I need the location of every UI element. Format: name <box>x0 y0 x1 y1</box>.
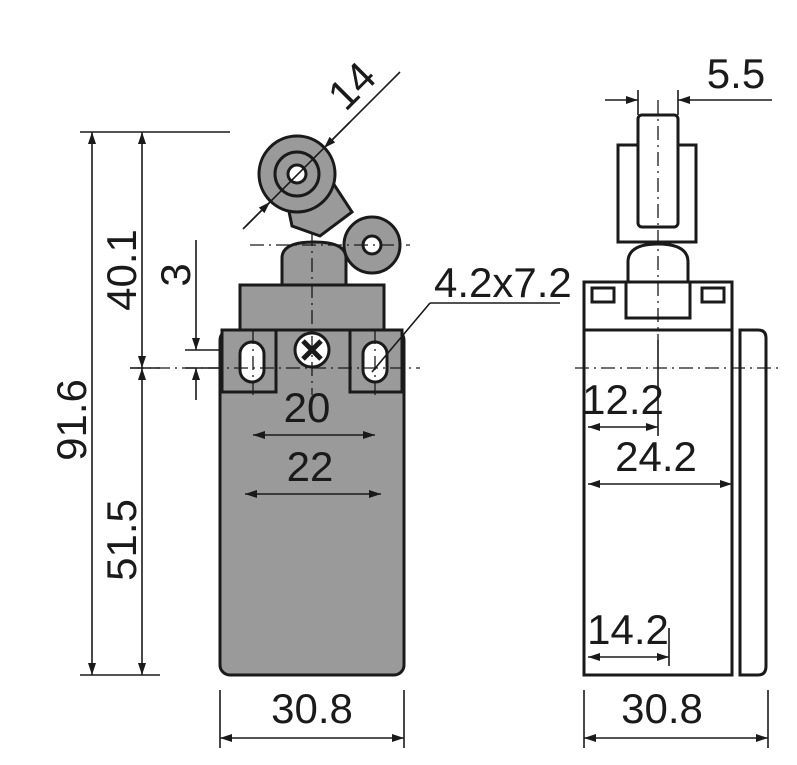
dim-depth-24-2: 24.2 <box>615 433 697 480</box>
front-dimensions: 91.6 40.1 51.5 3 14 4.2x7.2 20 22 30.8 <box>48 53 572 748</box>
dim-front-width: 30.8 <box>271 685 353 732</box>
plunger-cap <box>280 240 348 287</box>
front-view <box>130 134 420 677</box>
side-cover-plate <box>738 328 768 677</box>
dim-hole-spacing-outer: 22 <box>287 443 334 490</box>
dim-overall-height: 91.6 <box>48 379 95 461</box>
dim-side-width: 30.8 <box>621 685 703 732</box>
dim-hole-spacing-inner: 20 <box>284 384 331 431</box>
left-slot-hole <box>238 340 266 384</box>
side-flange-notch-right <box>700 286 726 304</box>
dim-roller-diameter: 14 <box>319 53 385 119</box>
dim-upper-height: 40.1 <box>98 229 145 311</box>
side-flange-notch-left <box>590 286 616 304</box>
dim-lower-height: 51.5 <box>98 499 145 581</box>
dim-leader-slot-size <box>371 302 431 373</box>
dim-offset-14-2: 14.2 <box>587 606 669 653</box>
dim-slot-offset: 3 <box>152 263 199 286</box>
dim-slot-size: 4.2x7.2 <box>434 259 572 306</box>
dim-offset-12-2: 12.2 <box>582 376 664 423</box>
dim-roller-width: 5.5 <box>707 50 765 97</box>
side-dimensions: 5.5 12.2 24.2 14.2 30.8 <box>582 50 772 748</box>
